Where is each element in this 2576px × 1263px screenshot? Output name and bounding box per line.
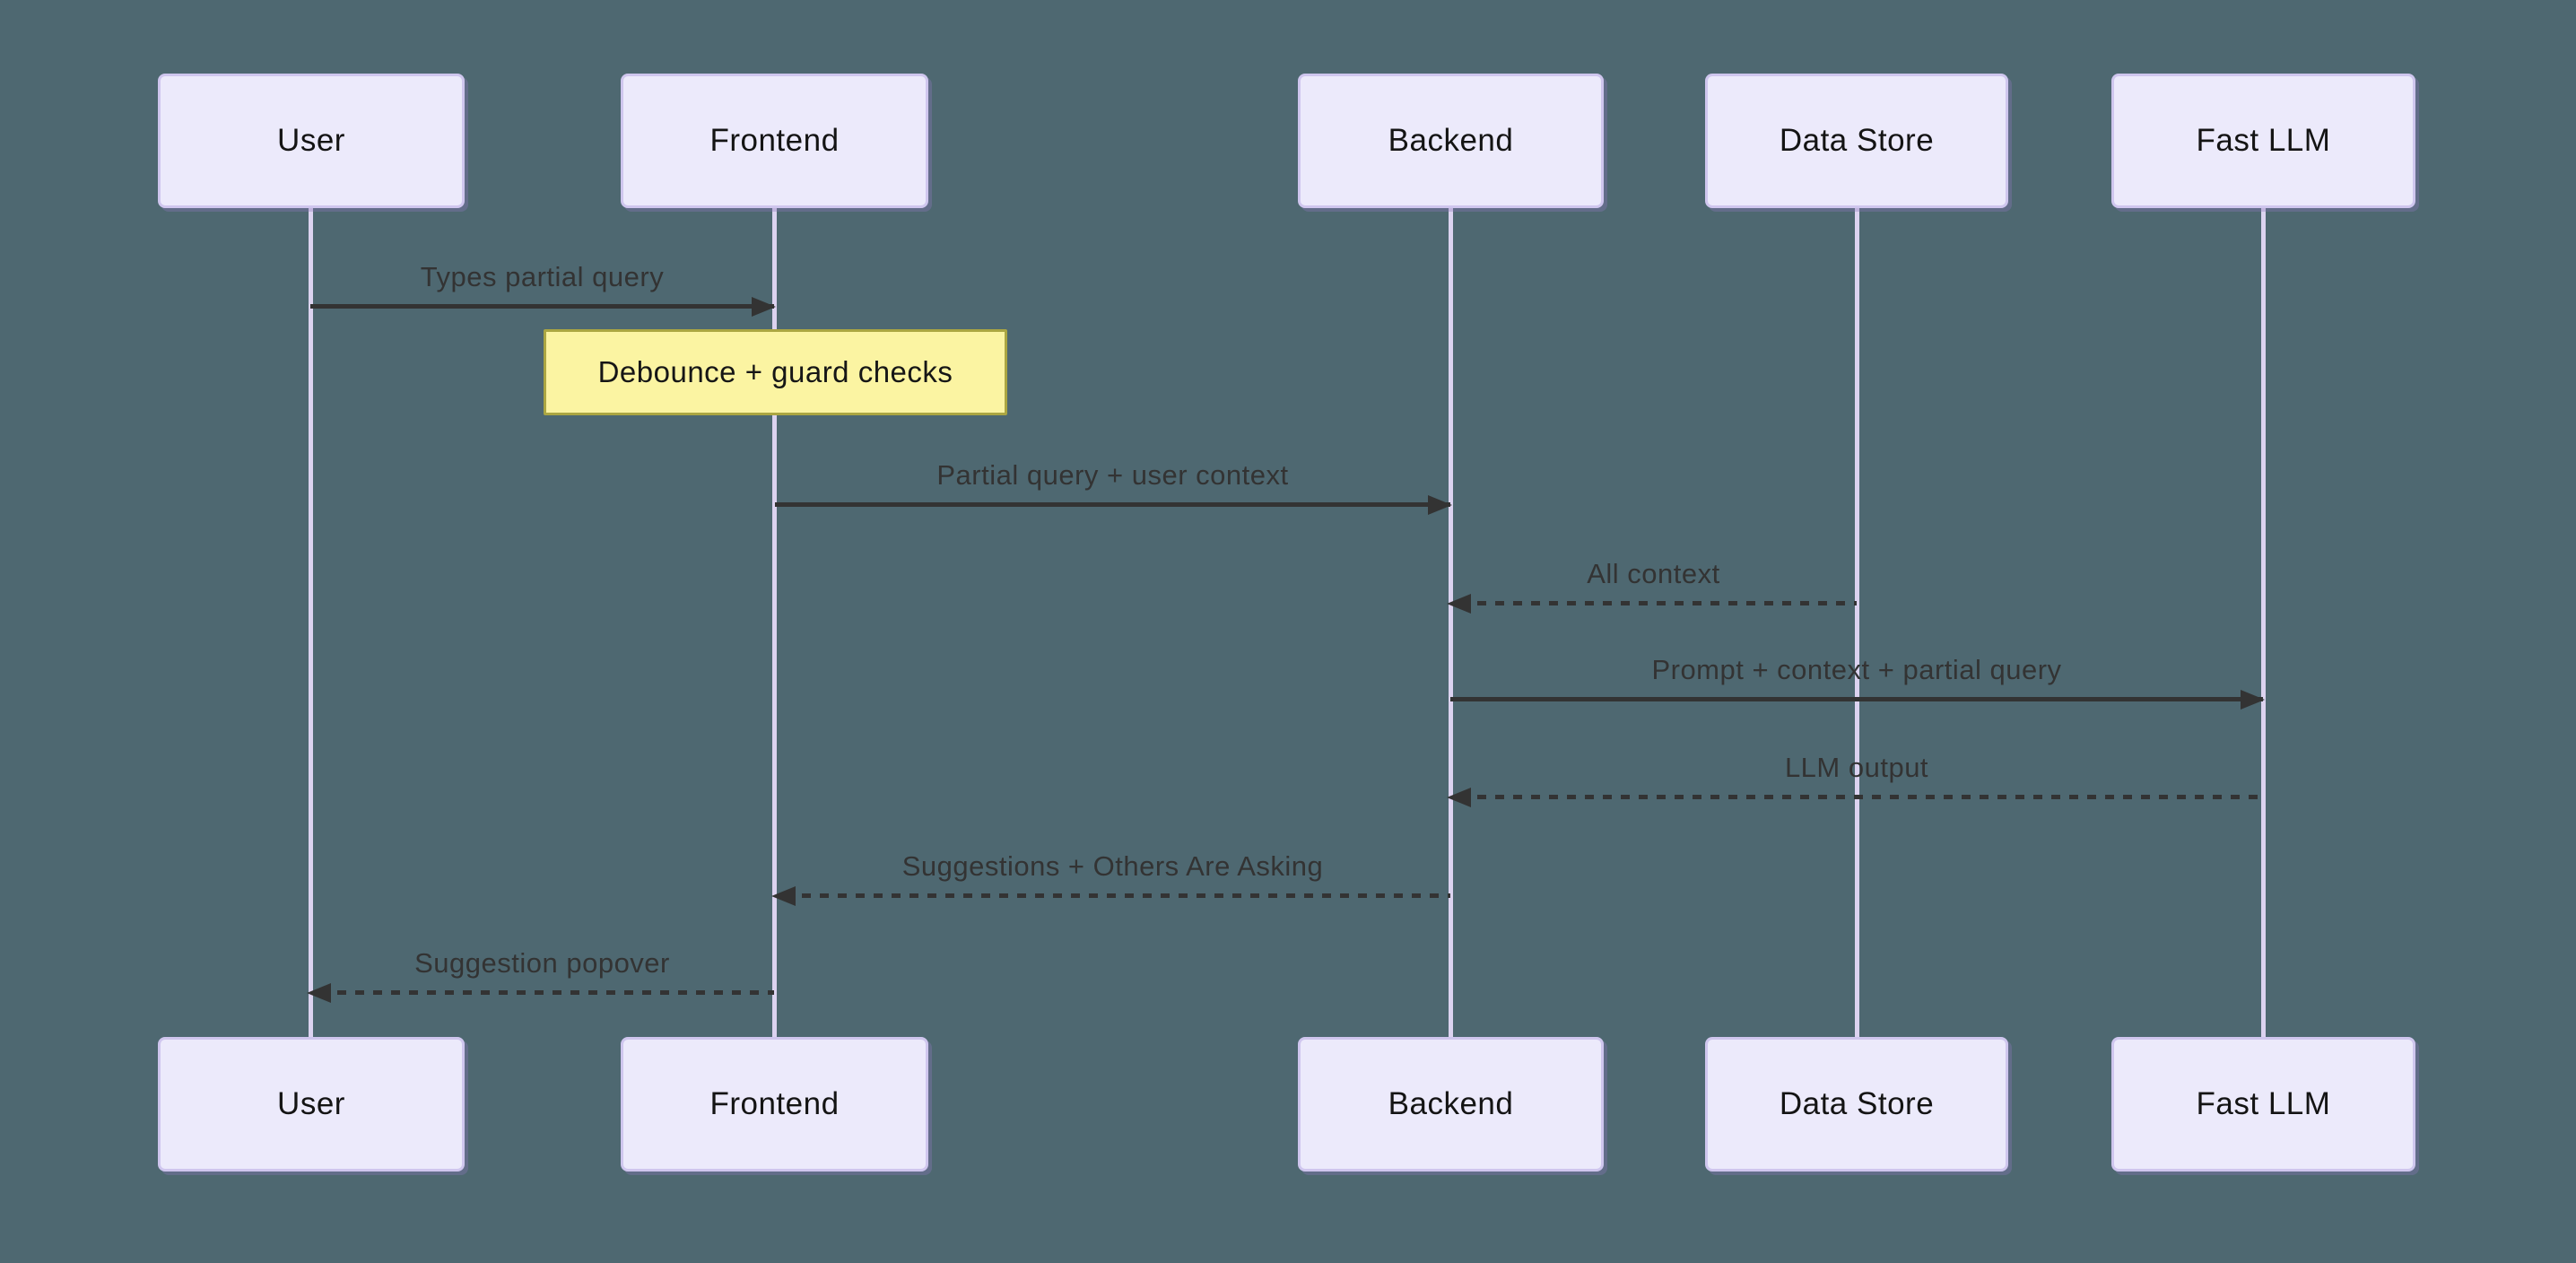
actor-top-fast-llm: Fast LLM xyxy=(2111,74,2415,208)
arrowhead-left-icon xyxy=(771,886,796,906)
actor-bottom-data-store: Data Store xyxy=(1705,1037,2008,1172)
note-debounce-guard-checks: Debounce + guard checks xyxy=(544,329,1007,415)
actor-top-frontend: Frontend xyxy=(621,74,928,208)
actor-label: Frontend xyxy=(709,123,840,158)
message-all-context: All context xyxy=(1447,552,1857,614)
message-prompt-context-partial-query: Prompt + context + partial query xyxy=(1450,648,2265,710)
message-partial-query-user-context: Partial query + user context xyxy=(775,453,1452,515)
actor-top-data-store: Data Store xyxy=(1705,74,2008,208)
lifeline-fast-llm xyxy=(2261,208,2266,1037)
actor-label: User xyxy=(277,1086,345,1121)
message-label: Partial query + user context xyxy=(936,459,1289,491)
message-line-dashed xyxy=(1459,601,1857,605)
note-label: Debounce + guard checks xyxy=(597,355,953,388)
arrowhead-right-icon xyxy=(752,297,776,317)
arrowhead-left-icon xyxy=(1447,594,1471,614)
actor-label: Fast LLM xyxy=(2196,1086,2331,1121)
lifeline-user xyxy=(309,208,313,1037)
message-line-dashed xyxy=(1459,795,2263,799)
message-label: Types partial query xyxy=(420,261,665,292)
message-types-partial-query: Types partial query xyxy=(310,255,776,317)
message-label: LLM output xyxy=(1784,752,1929,783)
actor-label: Data Store xyxy=(1779,1086,1935,1121)
actor-top-user: User xyxy=(158,74,465,208)
arrowhead-left-icon xyxy=(307,983,331,1003)
actor-label: Frontend xyxy=(709,1086,840,1121)
message-line-solid xyxy=(310,304,774,309)
actor-bottom-frontend: Frontend xyxy=(621,1037,928,1172)
message-label: Prompt + context + partial query xyxy=(1651,654,2062,685)
lifeline-data-store xyxy=(1855,208,1859,1037)
lifeline-frontend xyxy=(772,208,777,1037)
actor-top-backend: Backend xyxy=(1298,74,1604,208)
actor-label: Data Store xyxy=(1779,123,1935,158)
message-line-dashed xyxy=(784,893,1450,898)
message-llm-output: LLM output xyxy=(1447,745,2263,807)
message-line-solid xyxy=(775,502,1450,507)
message-line-solid xyxy=(1450,697,2263,701)
actor-label: Backend xyxy=(1388,1086,1514,1121)
message-suggestions-others-are-asking: Suggestions + Others Are Asking xyxy=(771,844,1450,906)
actor-label: Backend xyxy=(1388,123,1514,158)
actor-label: Fast LLM xyxy=(2196,123,2331,158)
arrowhead-right-icon xyxy=(2241,690,2265,710)
message-line-dashed xyxy=(319,990,774,995)
lifeline-backend xyxy=(1449,208,1453,1037)
arrowhead-right-icon xyxy=(1428,495,1452,515)
arrowhead-left-icon xyxy=(1447,788,1471,807)
actor-bottom-user: User xyxy=(158,1037,465,1172)
message-label: Suggestion popover xyxy=(414,947,670,979)
message-label: Suggestions + Others Are Asking xyxy=(901,850,1324,882)
actor-bottom-fast-llm: Fast LLM xyxy=(2111,1037,2415,1172)
message-label: All context xyxy=(1587,558,1720,589)
message-suggestion-popover: Suggestion popover xyxy=(307,941,774,1003)
actor-bottom-backend: Backend xyxy=(1298,1037,1604,1172)
actor-label: User xyxy=(277,123,345,158)
